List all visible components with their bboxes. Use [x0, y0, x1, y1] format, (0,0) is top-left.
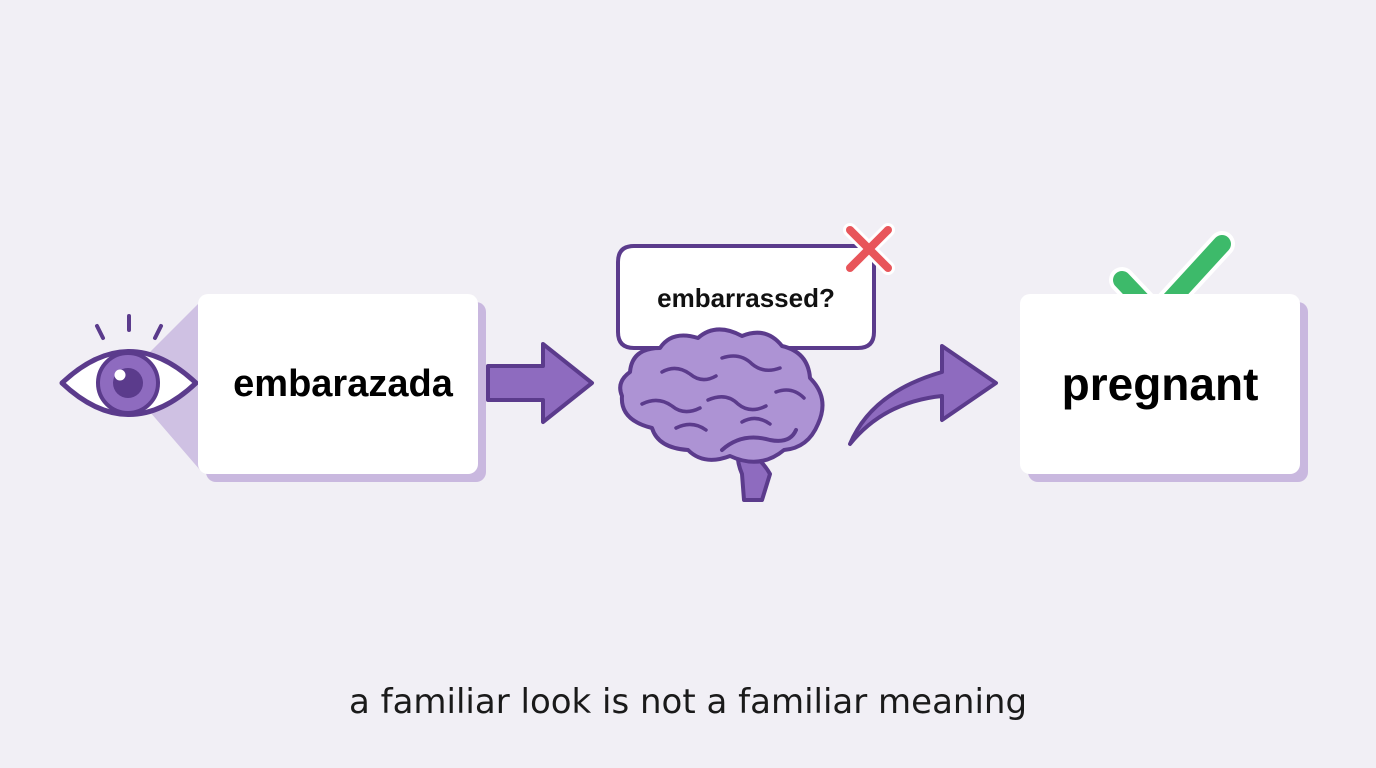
source-word-card: embarazada — [198, 294, 478, 474]
source-word: embarazada — [233, 362, 453, 405]
eye-icon — [59, 314, 199, 417]
arrow-right-icon — [486, 342, 594, 424]
correct-meaning-card: pregnant — [1020, 294, 1300, 474]
cross-icon — [843, 223, 895, 275]
curved-arrow-icon — [848, 344, 998, 446]
caption: a familiar look is not a familiar meanin… — [348, 682, 1028, 722]
brain-icon — [618, 327, 825, 502]
correct-meaning-word: pregnant — [1061, 358, 1259, 410]
wrong-guess-text: embarrassed? — [657, 282, 835, 313]
